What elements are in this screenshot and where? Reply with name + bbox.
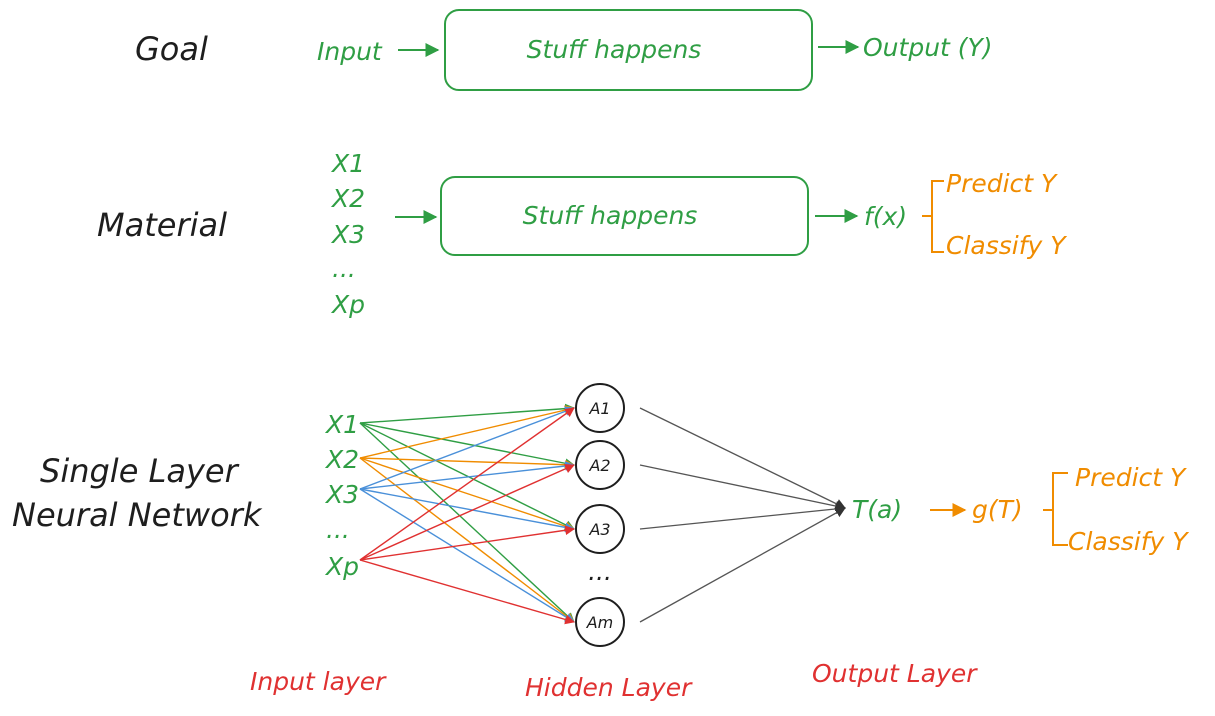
material-input-item: Xp bbox=[330, 290, 365, 319]
goal-process-text: Stuff happens bbox=[527, 35, 702, 64]
input-hidden-connection bbox=[359, 488, 575, 533]
network-outcome-classify: Classify Y bbox=[1068, 527, 1189, 556]
input-hidden-connection bbox=[359, 559, 575, 625]
material-input-item: X3 bbox=[330, 220, 365, 249]
network-input-item: X2 bbox=[324, 445, 359, 474]
hidden-ellipsis: ... bbox=[588, 557, 612, 586]
material-input-item: X2 bbox=[330, 184, 365, 213]
material-outcome-bracket bbox=[922, 180, 944, 253]
hidden-output-connection bbox=[639, 464, 847, 512]
hidden-node-label: Am bbox=[586, 613, 614, 632]
input-hidden-connection bbox=[359, 461, 575, 490]
hidden-node-circle bbox=[575, 504, 625, 554]
network-input-item: X1 bbox=[324, 410, 359, 439]
network-label-line2: Neural Network bbox=[12, 496, 263, 534]
input-hidden-connection bbox=[359, 422, 575, 469]
input-hidden-connection bbox=[359, 457, 575, 623]
input-hidden-connection bbox=[359, 422, 575, 623]
material-function-text: f(x) bbox=[864, 202, 907, 231]
input-hidden-connection bbox=[359, 407, 575, 561]
goal-input-text: Input bbox=[317, 37, 383, 66]
input-hidden-connection bbox=[359, 405, 575, 459]
goal-label: Goal bbox=[135, 30, 208, 68]
hidden-node-circle bbox=[575, 440, 625, 490]
hidden-node-label: A3 bbox=[588, 520, 610, 539]
material-process-text: Stuff happens bbox=[523, 201, 698, 230]
network-activation: g(T) bbox=[972, 495, 1023, 524]
network-output-node: T(a) bbox=[852, 495, 902, 524]
input-hidden-connection bbox=[359, 457, 575, 531]
network-label-line1: Single Layer bbox=[40, 452, 240, 490]
output-layer-label: Output Layer bbox=[812, 659, 978, 688]
input-hidden-connection bbox=[359, 403, 575, 424]
network-outcome-predict: Predict Y bbox=[1075, 463, 1187, 492]
hidden-node-circle bbox=[575, 383, 625, 433]
material-process-box bbox=[440, 176, 809, 256]
hidden-node-label: A1 bbox=[588, 399, 610, 418]
material-outcome-classify: Classify Y bbox=[946, 231, 1067, 260]
network-input-item: ... bbox=[326, 515, 350, 544]
hidden-node-circle bbox=[575, 597, 625, 647]
network-outcome-bracket bbox=[1043, 472, 1068, 546]
input-hidden-connection bbox=[359, 525, 575, 561]
input-layer-label: Input layer bbox=[250, 667, 387, 696]
goal-output-text: Output (Y) bbox=[863, 33, 993, 62]
hidden-output-connection bbox=[639, 407, 846, 509]
input-hidden-connection bbox=[359, 488, 575, 623]
input-hidden-connection bbox=[359, 406, 575, 490]
material-label: Material bbox=[97, 206, 227, 244]
hidden-node-label: A2 bbox=[588, 456, 610, 475]
network-input-item: X3 bbox=[324, 480, 359, 509]
hidden-output-connection bbox=[639, 503, 847, 530]
goal-process-box bbox=[444, 9, 813, 91]
material-input-item: X1 bbox=[330, 149, 365, 178]
input-hidden-connection bbox=[359, 457, 575, 470]
network-connections bbox=[359, 403, 847, 625]
material-outcome-predict: Predict Y bbox=[946, 169, 1058, 198]
material-input-item: ... bbox=[332, 254, 356, 283]
input-hidden-connection bbox=[359, 464, 575, 561]
network-input-item: Xp bbox=[324, 552, 359, 581]
hidden-output-connection bbox=[639, 507, 846, 623]
input-hidden-connection bbox=[359, 422, 575, 530]
hidden-layer-label: Hidden Layer bbox=[525, 673, 693, 702]
